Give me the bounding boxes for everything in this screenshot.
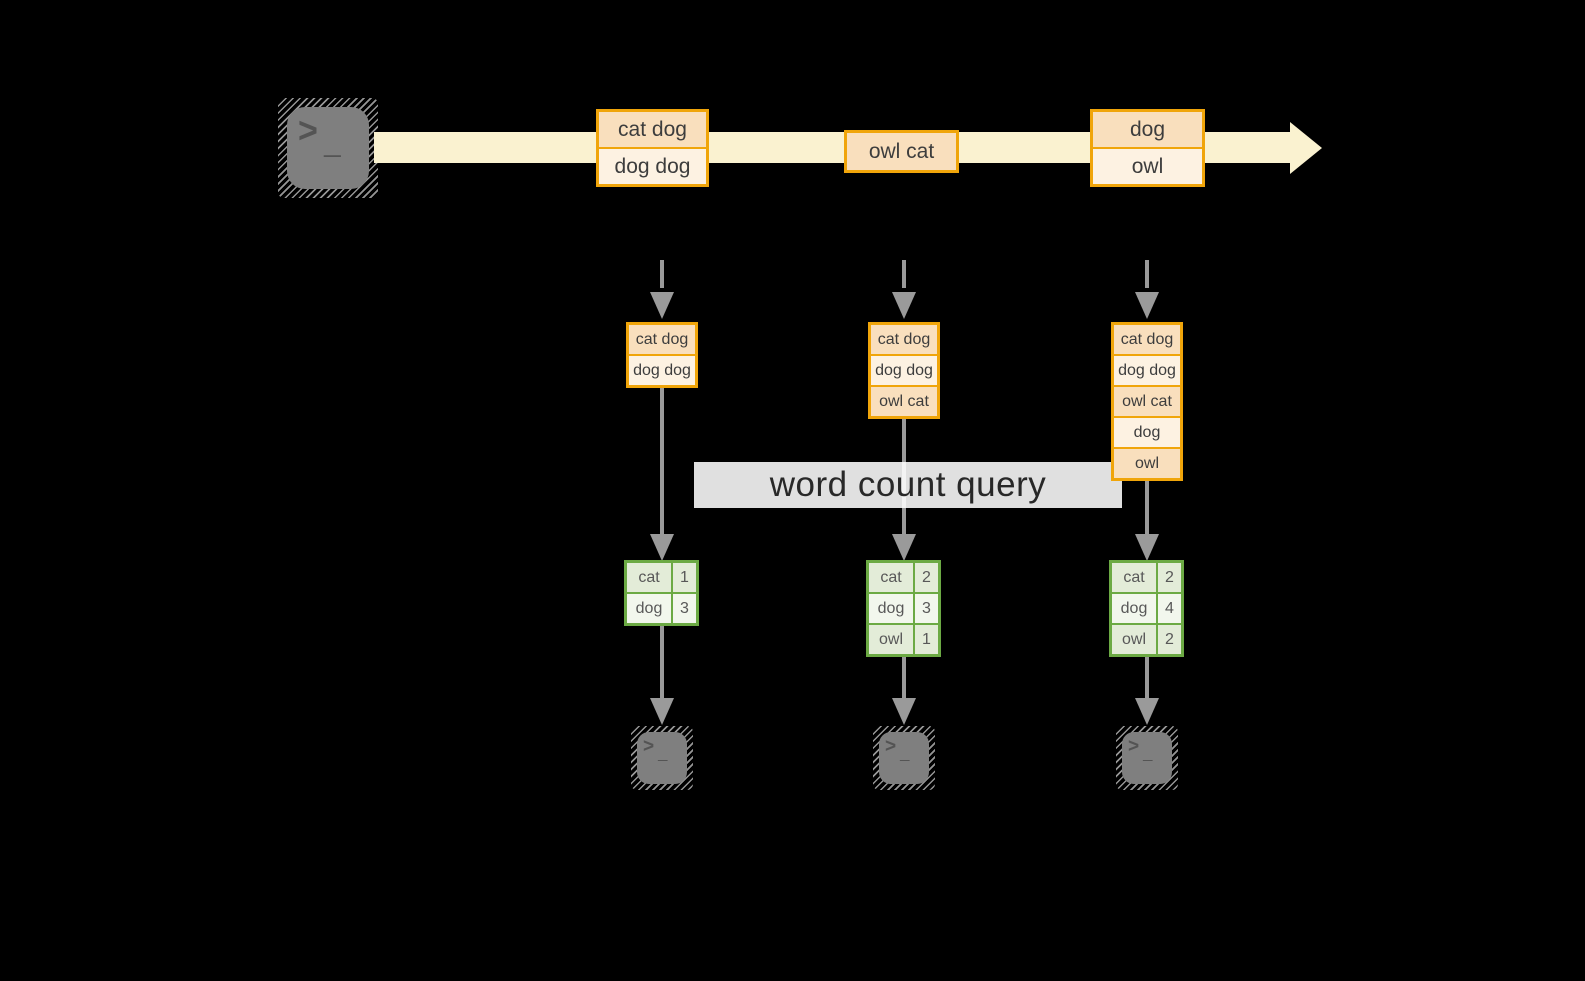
word-count-table-1: cat 1 dog 3 — [624, 560, 699, 626]
dashed-arrowhead-icon — [650, 292, 674, 319]
batch-row: owl — [1114, 447, 1180, 478]
table-row: cat 2 — [1112, 563, 1181, 592]
source-terminal-icon: > _ — [278, 98, 378, 198]
table-row: dog 3 — [627, 592, 696, 623]
word-cell: dog — [869, 594, 915, 623]
dashed-arrowhead-icon — [892, 292, 916, 319]
count-cell: 1 — [922, 631, 931, 648]
prompt-chevron-icon: > — [885, 736, 897, 757]
query-arrowhead-icon — [892, 534, 916, 561]
terminal-screen: > _ — [1122, 732, 1172, 784]
batch-row: cat dog — [871, 325, 937, 354]
count-cell: 2 — [922, 569, 931, 586]
output-terminal-icon-3: > _ — [1116, 726, 1178, 790]
dashed-arrow-line — [902, 260, 906, 288]
input-batch-stack-2: cat dog dog dog owl cat — [868, 322, 940, 419]
word-count-table-2: cat 2 dog 3 owl 1 — [866, 560, 941, 657]
table-row: dog 3 — [869, 592, 938, 623]
query-label: word count query — [694, 462, 1122, 508]
table-row: owl 1 — [869, 623, 938, 654]
input-batch-stack-3: cat dog dog dog owl cat dog owl — [1111, 322, 1183, 481]
terminal-screen: > _ — [637, 732, 687, 784]
batch-row: owl cat — [1114, 385, 1180, 416]
word-cell: dog — [1112, 594, 1158, 623]
prompt-cursor-icon: _ — [1143, 735, 1153, 764]
count-cell: 1 — [680, 569, 689, 586]
table-row: dog 4 — [1112, 592, 1181, 623]
dashed-arrowhead-icon — [1135, 292, 1159, 319]
word-cell: owl — [869, 625, 915, 654]
output-arrowhead-icon — [892, 698, 916, 725]
stream-message-1: cat dog dog dog — [596, 109, 709, 187]
query-arrow-line — [660, 386, 664, 534]
output-arrow-line — [902, 657, 906, 698]
message-row: owl cat — [847, 133, 956, 170]
batch-row: cat dog — [1114, 325, 1180, 354]
prompt-chevron-icon: > — [643, 736, 655, 757]
input-batch-stack-1: cat dog dog dog — [626, 322, 698, 388]
table-row: cat 2 — [869, 563, 938, 592]
prompt-chevron-icon: > — [1128, 736, 1140, 757]
dashed-arrow-line — [660, 260, 664, 288]
output-terminal-icon-1: > _ — [631, 726, 693, 790]
batch-row: dog dog — [871, 354, 937, 385]
terminal-screen: > _ — [879, 732, 929, 784]
count-cell: 2 — [1165, 569, 1174, 586]
output-arrow-line — [660, 626, 664, 698]
prompt-cursor-icon: _ — [658, 735, 668, 764]
word-cell: cat — [627, 563, 673, 592]
message-row: owl — [1093, 147, 1202, 184]
word-cell: owl — [1112, 625, 1158, 654]
query-arrowhead-icon — [1135, 534, 1159, 561]
count-cell: 3 — [922, 600, 931, 617]
message-row: dog — [1093, 112, 1202, 147]
output-arrow-line — [1145, 657, 1149, 698]
query-arrowhead-icon — [650, 534, 674, 561]
query-arrow-line — [1145, 479, 1149, 534]
word-cell: cat — [1112, 563, 1158, 592]
stream-message-2: owl cat — [844, 130, 959, 173]
message-row: dog dog — [599, 147, 706, 184]
batch-row: dog dog — [1114, 354, 1180, 385]
word-count-table-3: cat 2 dog 4 owl 2 — [1109, 560, 1184, 657]
count-cell: 3 — [680, 600, 689, 617]
prompt-cursor-icon: _ — [900, 735, 910, 764]
batch-row: dog — [1114, 416, 1180, 447]
batch-row: cat dog — [629, 325, 695, 354]
stream-arrowhead-icon — [1290, 122, 1322, 174]
table-row: cat 1 — [627, 563, 696, 592]
output-arrowhead-icon — [1135, 698, 1159, 725]
prompt-chevron-icon: > — [298, 111, 318, 151]
stream-message-3: dog owl — [1090, 109, 1205, 187]
table-row: owl 2 — [1112, 623, 1181, 654]
word-cell: cat — [869, 563, 915, 592]
terminal-screen: > _ — [287, 107, 369, 189]
dashed-arrow-line — [1145, 260, 1149, 288]
output-terminal-icon-2: > _ — [873, 726, 935, 790]
prompt-cursor-icon: _ — [324, 112, 341, 162]
word-cell: dog — [627, 594, 673, 623]
output-arrowhead-icon — [650, 698, 674, 725]
count-cell: 2 — [1165, 631, 1174, 648]
batch-row: dog dog — [629, 354, 695, 385]
count-cell: 4 — [1165, 600, 1174, 617]
batch-row: owl cat — [871, 385, 937, 416]
message-row: cat dog — [599, 112, 706, 147]
